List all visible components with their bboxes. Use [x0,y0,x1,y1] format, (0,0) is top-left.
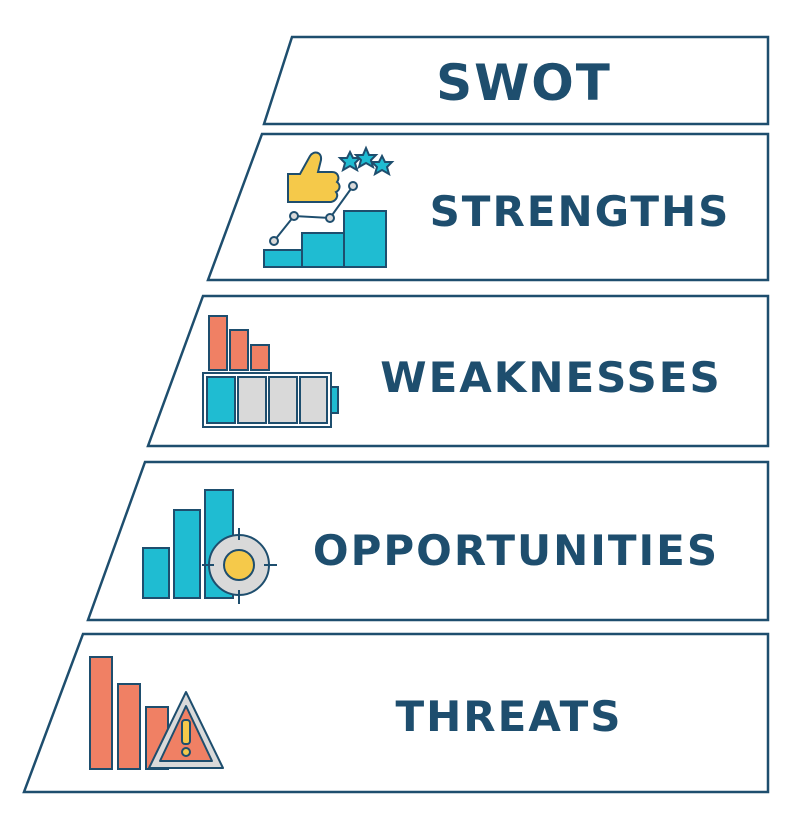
row-weaknesses-label: WEAKNESSES [380,353,721,402]
row-strengths: STRENGTHS [206,132,770,282]
low-battery-icon [202,315,339,428]
row-swot-band [262,35,770,126]
row-opportunities-label: OPPORTUNITIES [313,526,719,575]
row-weaknesses: WEAKNESSES [146,294,770,448]
thumbs-up-growth-icon [263,145,395,268]
declining-chart-warning-icon [89,656,224,770]
row-swot-label: SWOT [436,54,612,112]
row-opportunities: OPPORTUNITIES [86,460,770,622]
row-swot: SWOT [262,35,770,126]
bar-chart-target-icon [142,489,277,604]
row-threats: THREATS [22,632,770,794]
row-strengths-label: STRENGTHS [430,187,731,236]
row-threats-label: THREATS [396,692,623,741]
